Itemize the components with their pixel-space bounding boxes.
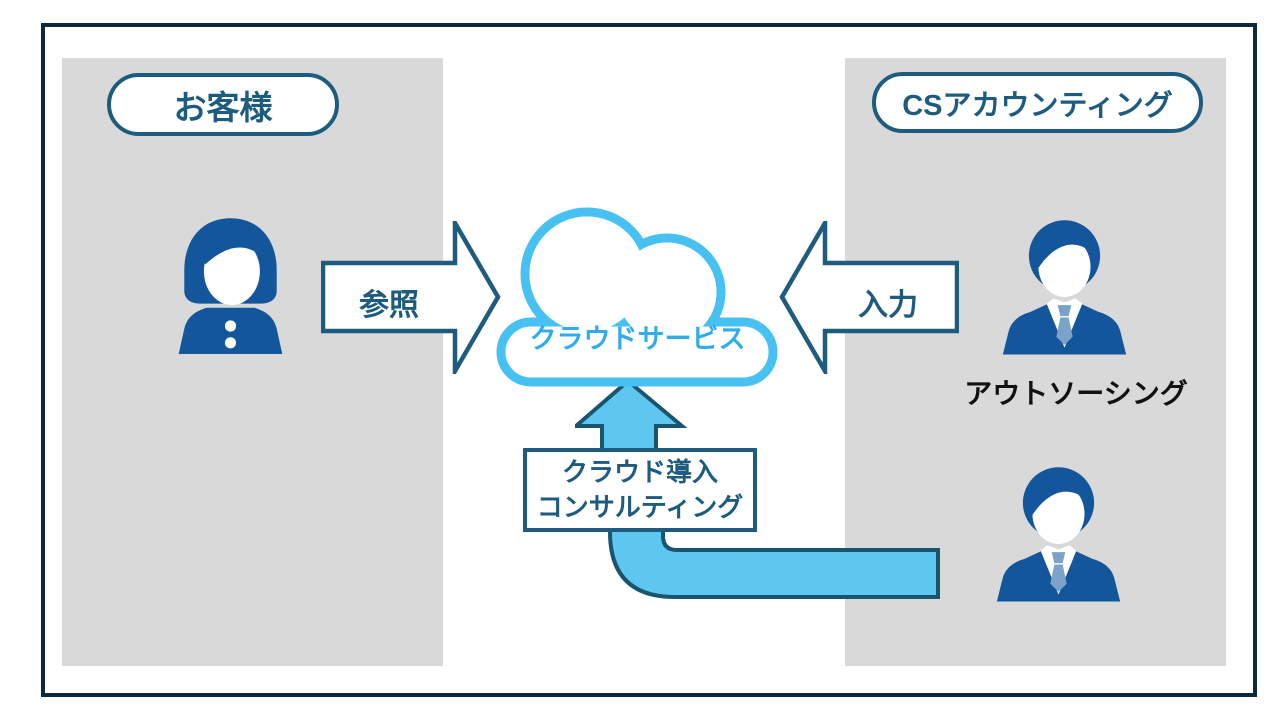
cloud-icon [496, 207, 778, 387]
cloud-service-group: クラウドサービス [495, 200, 780, 390]
customer-woman-icon [178, 218, 283, 354]
cloud-service-label: クラウドサービス [529, 324, 746, 354]
reference-arrow-label: 参照 [359, 289, 419, 322]
cloud-consulting-box: クラウド導入 コンサルティング [523, 448, 757, 532]
cs-accounting-pill: CSアカウンティング [872, 72, 1203, 133]
outsourcing-label: アウトソーシング [964, 378, 1188, 409]
reference-arrow-icon [321, 221, 501, 374]
customer-pill-label: お客様 [173, 88, 273, 126]
customer-panel [62, 58, 443, 666]
consulting-staff-icon [996, 467, 1121, 602]
input-arrow-label: 入力 [858, 289, 918, 322]
consulting-box-line2: コンサルティング [536, 492, 744, 522]
cs-accounting-pill-label: CSアカウンティング [902, 89, 1173, 122]
consulting-pipe-connector [608, 520, 940, 599]
input-arrow-icon [779, 221, 959, 374]
outsourcing-staff-icon [1002, 220, 1127, 355]
consulting-box-line1: クラウド導入 [561, 457, 718, 487]
customer-pill: お客様 [107, 73, 339, 136]
